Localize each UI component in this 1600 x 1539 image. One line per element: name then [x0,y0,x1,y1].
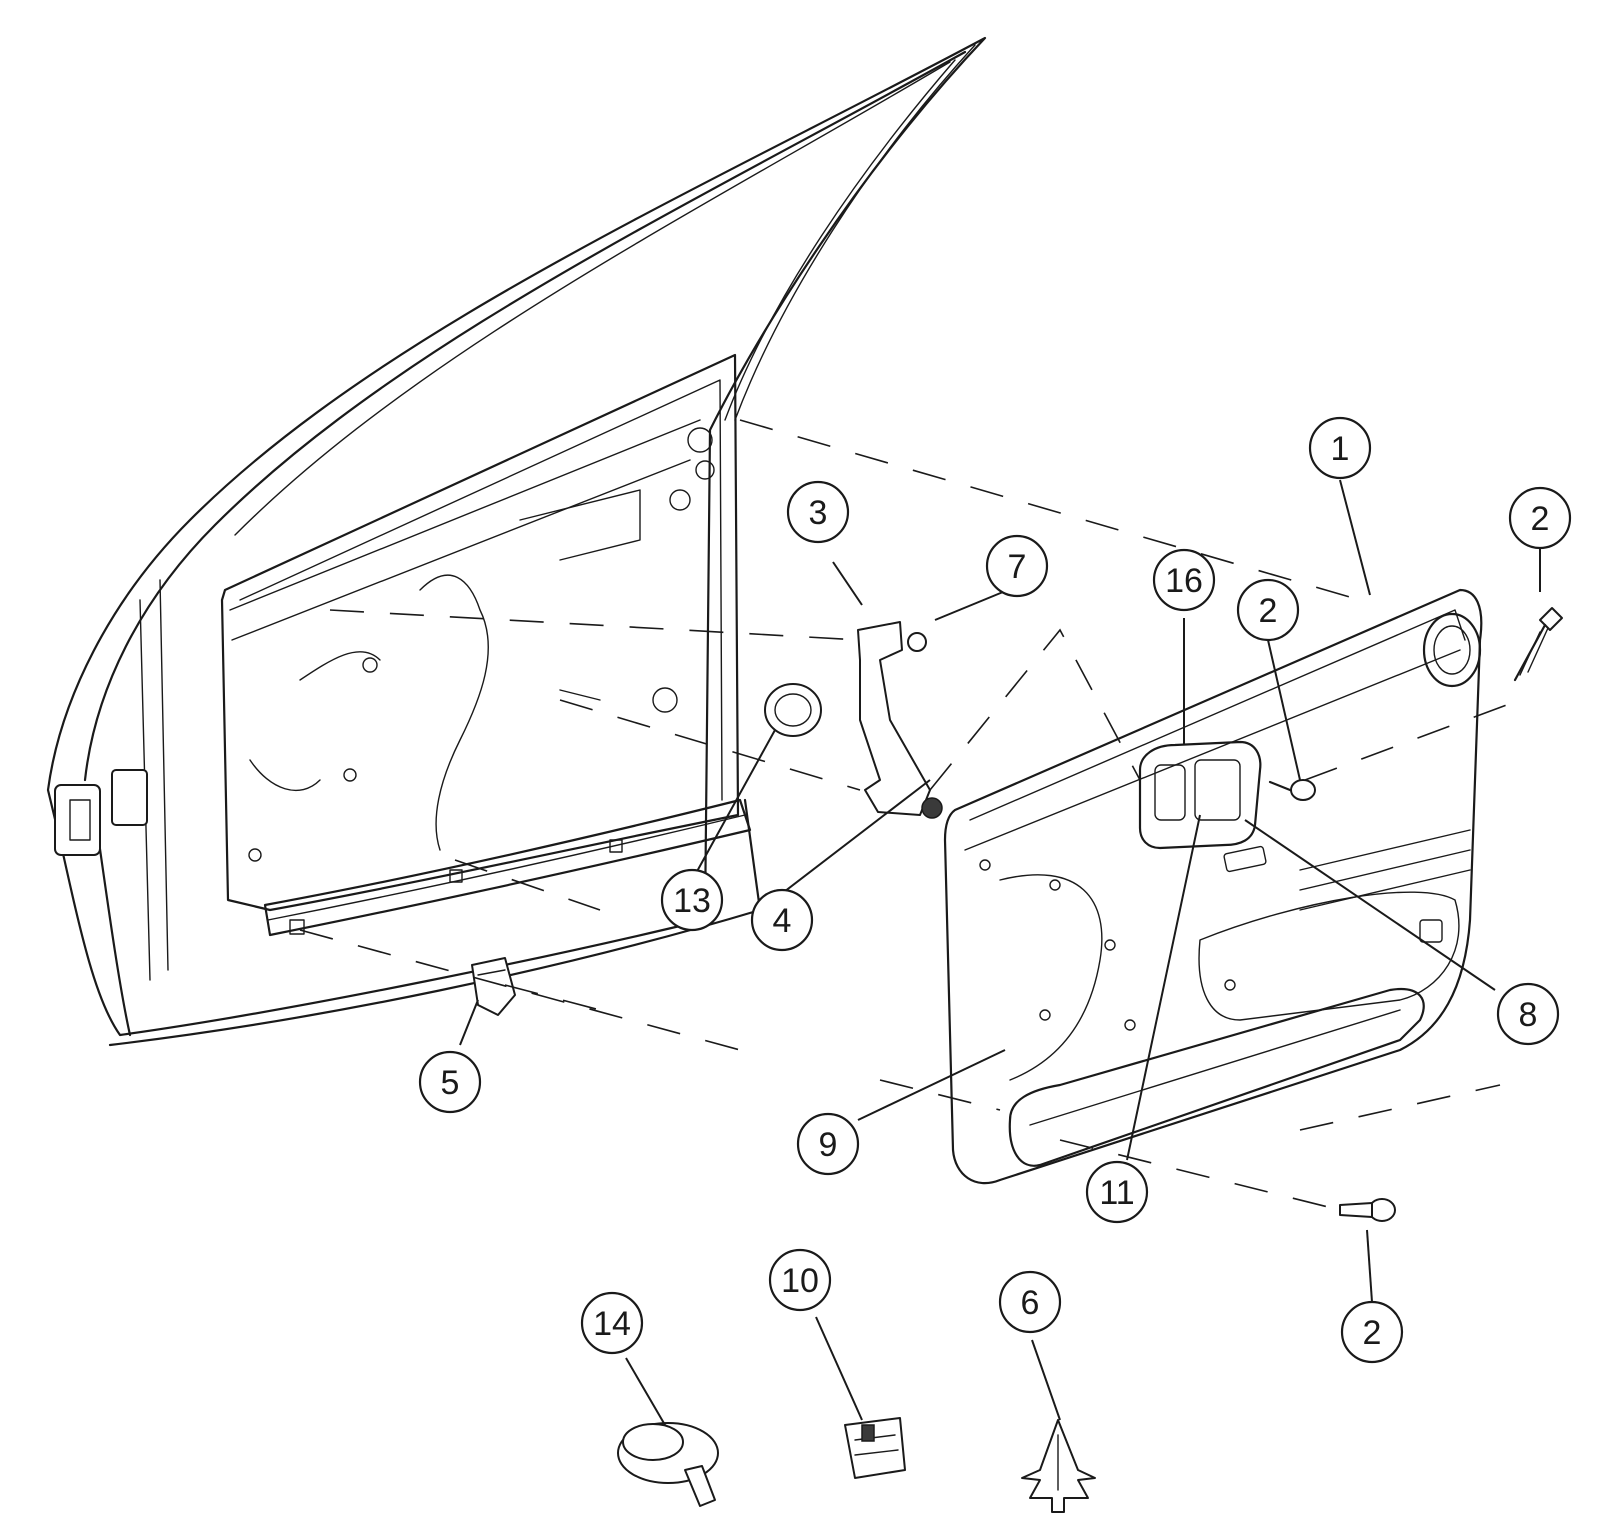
callout-circle [1340,1300,1404,1364]
callout-circle [985,534,1049,598]
callout-c2b: 2 [1236,578,1300,642]
screw-part-2-bottom [1339,1198,1396,1222]
callout-number: 1 [1331,430,1350,468]
callout-number: 11 [1099,1174,1134,1212]
callout-circle [1496,982,1560,1046]
retainer-part-10 [844,1417,906,1479]
callout-number: 2 [1531,500,1550,538]
callout-number: 3 [809,494,828,532]
callout-circle [750,888,814,952]
screw-part-2-mid [1268,779,1316,801]
callout-number: 16 [1165,562,1203,600]
callout-number: 5 [441,1064,460,1102]
callout-circle [1085,1160,1149,1224]
callout-c7: 7 [985,534,1049,598]
callout-number: 14 [593,1305,631,1343]
callout-number: 7 [1008,548,1027,586]
callout-circle [660,868,724,932]
callout-c5: 5 [418,1050,482,1114]
door-shell [46,36,987,1047]
callout-circle [1508,486,1572,550]
callout-circle [1152,548,1216,612]
callout-c6: 6 [998,1270,1062,1334]
callout-c13: 13 [660,868,724,932]
callout-number: 9 [819,1126,838,1164]
callout-c14: 14 [580,1291,644,1355]
callout-c8: 8 [1496,982,1560,1046]
callout-c2c: 2 [1340,1300,1404,1364]
callouts: 1 2 2 2 3 4 5 6 7 8 9 10 11 13 14 16 [418,416,1572,1364]
callout-circle [786,480,850,544]
callout-c9: 9 [796,1112,860,1176]
callout-number: 8 [1519,996,1538,1034]
callout-c11: 11 [1085,1160,1149,1224]
plug-part-13 [764,683,822,737]
callout-c10: 10 [768,1248,832,1312]
callout-number: 2 [1363,1314,1382,1352]
pushpin-part-14 [617,1422,719,1507]
callout-c4: 4 [750,888,814,952]
callout-circle [998,1270,1062,1334]
callout-circle [418,1050,482,1114]
callout-circle [768,1248,832,1312]
clip-part-6 [1021,1419,1096,1513]
callout-c2a: 2 [1508,486,1572,550]
bracket-part [857,621,943,819]
clip-part-5 [471,957,516,1016]
callout-number: 2 [1259,592,1278,630]
screw-part-2-top [1513,607,1563,682]
callout-c1: 1 [1308,416,1372,480]
leader-lines [459,479,1541,1426]
callout-c16: 16 [1152,548,1216,612]
callout-circle [580,1291,644,1355]
callout-number: 6 [1021,1284,1040,1322]
callout-circle [1308,416,1372,480]
callout-circle [796,1112,860,1176]
callout-c3: 3 [786,480,850,544]
callout-number: 13 [673,882,711,920]
door-trim-panel [943,588,1483,1185]
callout-circle [1236,578,1300,642]
callout-number: 10 [781,1262,819,1300]
alignment-lines [299,419,1521,1211]
callout-number: 4 [773,902,792,940]
